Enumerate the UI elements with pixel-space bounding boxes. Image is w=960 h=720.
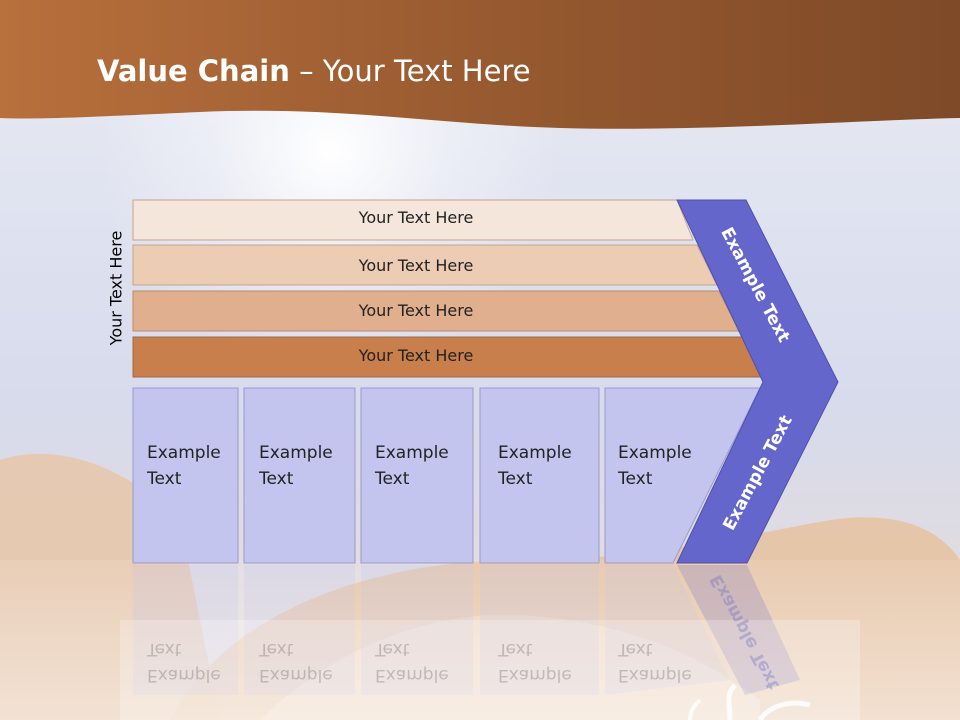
title-rest: – Your Text Here (289, 54, 531, 88)
cell-label-4: Example Text (498, 443, 572, 489)
header-band (0, 0, 960, 129)
reflection-group (133, 565, 800, 695)
cell-label-1: Example Text (147, 443, 221, 489)
cell-reflection-3: Example Text (375, 639, 449, 685)
margin-chevron (676, 199, 839, 564)
band-row-1 (132, 199, 694, 241)
cell-reflection-2: Example Text (259, 639, 333, 685)
cell-label-3: Example Text (375, 443, 449, 489)
band-label-1: Your Text Here (358, 208, 474, 227)
slide-title: Value Chain – Your Text Here (97, 54, 531, 88)
value-cell-2 (243, 387, 356, 564)
cell-reflection-1: Example Text (147, 639, 221, 685)
value-cell-5 (604, 387, 761, 564)
title-bold: Value Chain (97, 54, 290, 88)
band-label-2: Your Text Here (358, 256, 474, 275)
value-cell-1 (132, 387, 239, 564)
side-label-text: Your Text Here (106, 230, 126, 346)
cell-label-5: Example Text (618, 443, 692, 489)
sprout-decoration (688, 683, 811, 720)
value-cell-4 (479, 387, 600, 564)
band-label-3: Your Text Here (358, 301, 474, 320)
cell-label-2: Example Text (259, 443, 333, 489)
cell-reflection-4: Example Text (498, 639, 572, 685)
band-label-4: Your Text Here (358, 346, 474, 365)
value-cell-3 (360, 387, 474, 564)
cell-reflection-5: Example Text (618, 639, 692, 685)
